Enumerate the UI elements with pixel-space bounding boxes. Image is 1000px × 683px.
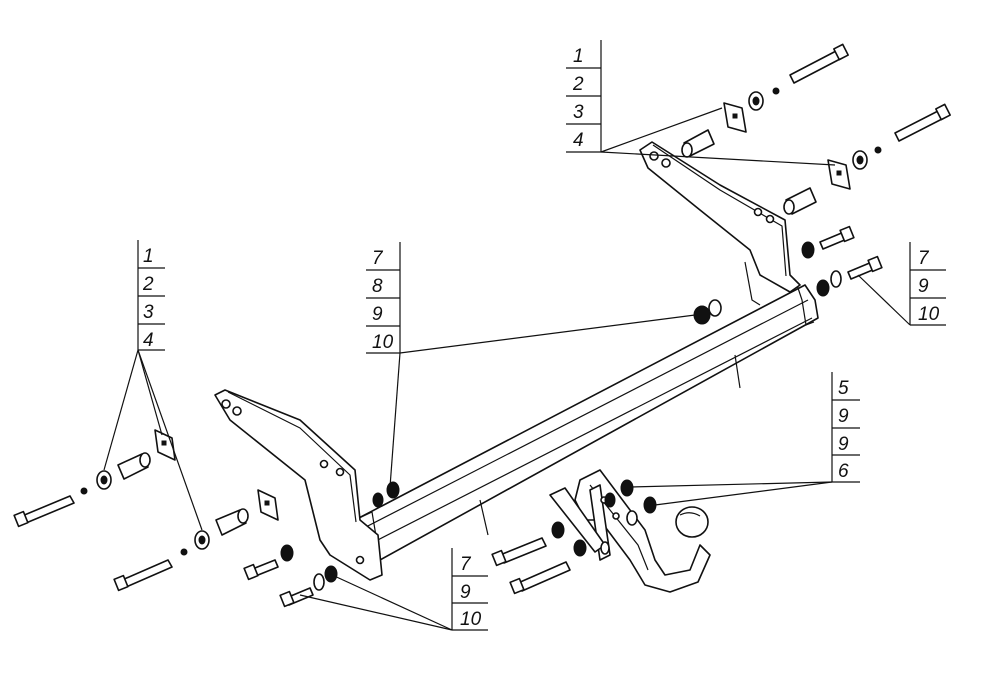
callout-label: 4 bbox=[573, 130, 584, 151]
callout-label: 1 bbox=[143, 246, 154, 267]
callout-label: 4 bbox=[143, 330, 154, 351]
ball-nut-1 bbox=[620, 479, 634, 497]
callout-right: 7 9 10 bbox=[909, 242, 946, 326]
bolt-right-top-1 bbox=[789, 49, 843, 84]
callout-label: 2 bbox=[572, 74, 584, 95]
ball-hardware bbox=[491, 479, 657, 595]
callout-label: 2 bbox=[142, 274, 154, 295]
callout-label: 7 bbox=[460, 554, 472, 575]
ball-nut-2 bbox=[643, 496, 657, 514]
bolt-left-upper bbox=[21, 495, 75, 524]
callout-label: 3 bbox=[573, 102, 584, 123]
nut-left-beam-1 bbox=[372, 492, 384, 508]
callout-label: 6 bbox=[838, 461, 849, 482]
callout-label: 5 bbox=[838, 378, 849, 399]
callout-label: 9 bbox=[838, 406, 849, 427]
callout-label: 10 bbox=[918, 304, 940, 325]
callout-label: 7 bbox=[372, 248, 384, 269]
callout-label: 9 bbox=[372, 304, 383, 325]
callout-label: 9 bbox=[918, 276, 929, 297]
ball-bolt-upper bbox=[499, 537, 547, 564]
callout-label: 8 bbox=[372, 276, 383, 297]
callout-label: 7 bbox=[918, 248, 930, 269]
callout-label: 10 bbox=[372, 332, 394, 353]
callout-bottom-mid: 7 9 10 bbox=[451, 548, 488, 631]
callout-label: 1 bbox=[573, 46, 584, 67]
callout-label: 9 bbox=[460, 582, 471, 603]
callout-top-left: 1 2 3 4 bbox=[137, 240, 165, 351]
ball-bolt-lower bbox=[517, 561, 571, 592]
callout-ball: 5 9 9 6 bbox=[831, 372, 860, 483]
callout-middle: 7 8 9 10 bbox=[366, 242, 401, 354]
leader-lines bbox=[103, 107, 911, 631]
bolt-left-lower bbox=[121, 559, 173, 588]
nut-right-beam bbox=[693, 305, 711, 325]
callout-label: 10 bbox=[460, 609, 482, 630]
nut-left-beam-2 bbox=[386, 481, 400, 499]
left-bracket bbox=[214, 389, 383, 581]
callout-top-right: 1 2 3 4 bbox=[566, 40, 602, 153]
callout-label: 9 bbox=[838, 434, 849, 455]
callout-label: 3 bbox=[143, 302, 154, 323]
bolt-right-top-2 bbox=[894, 109, 945, 142]
right-bracket bbox=[639, 141, 801, 306]
